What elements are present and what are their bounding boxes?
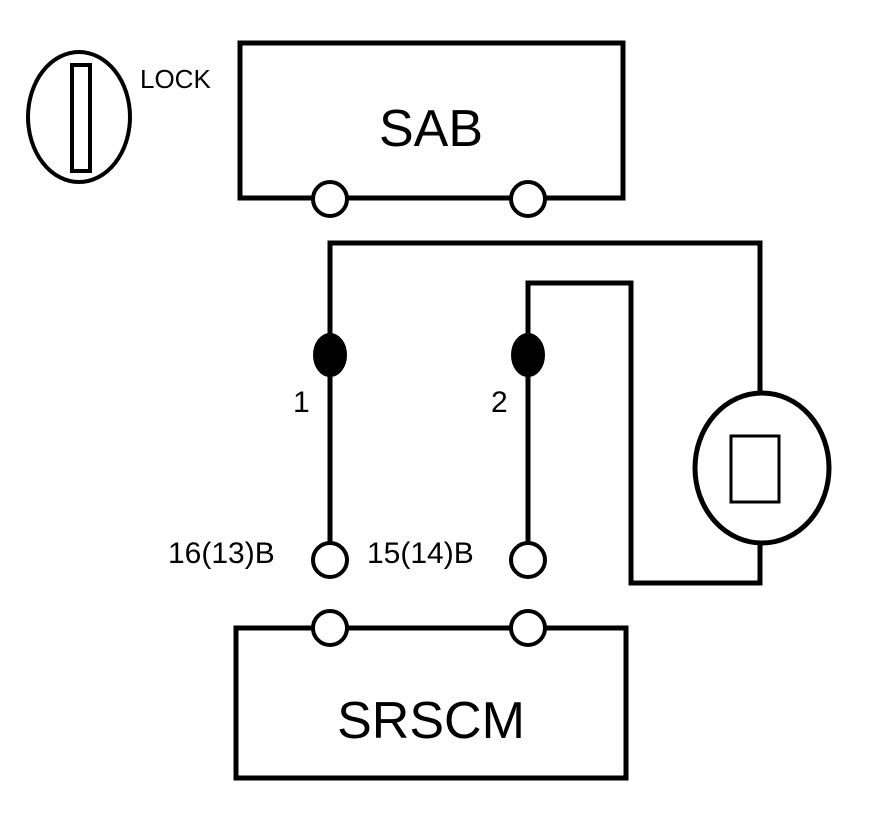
indicator-lamp-icon (692, 390, 832, 546)
pin-1-label: 1 (293, 386, 310, 419)
wire-pin1-to-lamp (327, 240, 763, 398)
lock-label: LOCK (140, 64, 211, 94)
terminal-right-label: 15(14)B (367, 537, 474, 570)
pin-1-dot (313, 333, 347, 377)
harness-terminal-right (509, 541, 547, 579)
pin-2-dot (511, 333, 545, 377)
sab-label: SAB (379, 100, 483, 158)
sab-box (237, 40, 626, 201)
srscm-terminal-right (509, 609, 547, 647)
sab-terminal-right (509, 180, 547, 218)
srscm-terminal-left (311, 609, 349, 647)
srscm-box (233, 625, 629, 781)
pin-2-label: 2 (491, 386, 508, 419)
terminal-left-label: 16(13)B (168, 537, 275, 570)
sab-terminal-left (311, 180, 349, 218)
wire-pin2-to-lamp (525, 280, 763, 586)
harness-terminal-left (311, 541, 349, 579)
srscm-label: SRSCM (337, 692, 525, 750)
lock-switch-icon (26, 50, 132, 184)
